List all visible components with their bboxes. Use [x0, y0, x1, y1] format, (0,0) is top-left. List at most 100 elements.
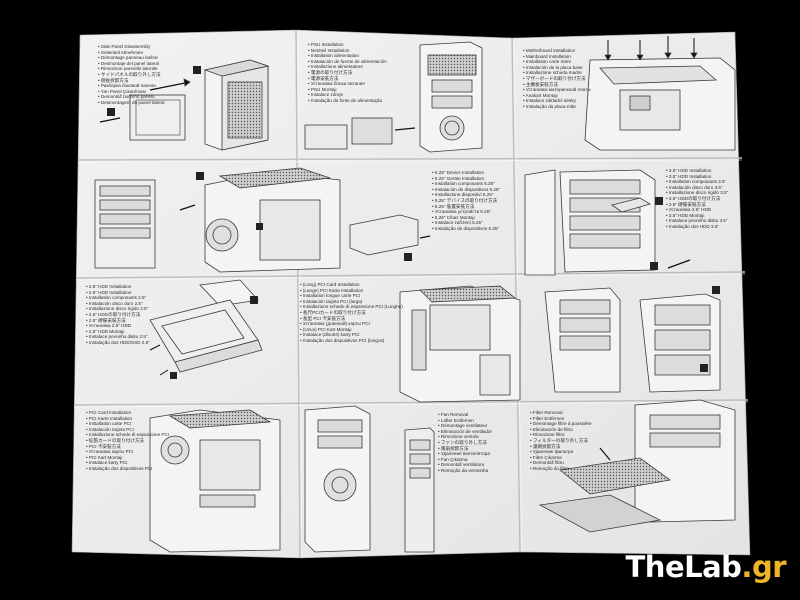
panel-motherboard-text: • Motherboard Installation• Mainboard In… [523, 48, 591, 110]
panel-line: • Desmontaje del panel lateral [98, 60, 160, 66]
panel-line: • Удаление вентилятора [438, 451, 490, 457]
panel-line: • 5.25" Geräte Installation [432, 175, 485, 181]
panel-line: • Instalace zařízení 5.25" [432, 220, 483, 226]
panel-line: • PCI Card Installation [86, 410, 132, 415]
step-badge-1 [107, 108, 115, 116]
panel-line: • Demontáž ventilátoru [438, 462, 485, 468]
panel-line: • PSU Installation [308, 42, 344, 47]
panel-line: • 風扇拆卸方法 [438, 445, 469, 451]
panel-line: • Démontage filtre à poussière [530, 421, 592, 427]
panel-line: • Instalace (dlouhé) karty PCI [300, 332, 360, 338]
panel-line: • Fan Çıkarma [438, 456, 468, 462]
panel-line: • 電源の取り付け方法 [308, 69, 353, 75]
panel-line: • Instalación tarjeta PCI (larga) [300, 298, 363, 304]
panel-line: • Установка 2.5" HDD [86, 323, 132, 329]
panel-line: • PCI Karte Installation [86, 415, 133, 421]
panel-side-panel-text: • Side Panel Disassembly• Seitenteil Abn… [98, 44, 164, 106]
panel-525-device-text: • 5.25" Device Installation• 5.25" Gerät… [432, 170, 500, 232]
panel-line: • Demontáž filtru [530, 460, 564, 466]
panel-line: • Installazione schede di espansione PCI [86, 432, 170, 438]
illustration-motherboard [584, 36, 736, 151]
panel-line: • Instalação dos dispositivos PCI (longo… [300, 337, 385, 343]
panel-25-hdd-text: • 2.5" HDD Installation• 2.5" HDD Instal… [86, 284, 150, 346]
panel-line: • Installation composants 3.5" [666, 179, 727, 185]
step-badge-1 [256, 223, 263, 230]
panel-line: • 長型 PCI 卡安裝方法 [300, 315, 346, 321]
panel-line: • Installazione disco rigido 3.5" [666, 190, 729, 196]
panel-line: • (Uzun) PCI Kart Montajı [300, 326, 352, 332]
panel-fan-removal-text: • Fan Removal• Lüfter Entfernen• Démonta… [438, 412, 492, 474]
fold-lines [73, 29, 749, 559]
watermark-name: TheLab [625, 550, 742, 584]
panel-line: • 2.5" HDD Installation [86, 289, 132, 295]
panel-line: • Desmontagem do painel lateral [98, 99, 165, 105]
panel-line: • Установка 3.5" HDD [666, 207, 712, 213]
illustration-long-pci [399, 285, 721, 403]
illustration-35-hdd [524, 169, 691, 276]
panel-line: • 3.5" 硬碟安裝方法 [666, 201, 706, 207]
panel-line: • Installation carte PCI [86, 421, 132, 427]
step-badge-1 [196, 172, 204, 180]
step-badge-2 [650, 262, 658, 270]
panel-line: • Installazione disco rigido 2.5" [86, 306, 149, 312]
panel-line: • ファンの取り外し方法 [438, 439, 487, 445]
step-badge-1 [250, 296, 258, 304]
panel-line: • Demontáž bočního panelu [98, 94, 155, 100]
panel-line: • Instalace karty PCI [86, 460, 128, 466]
panel-line: • Installazione dispositivi 5.25" [432, 192, 494, 198]
panel-line: • 5.25" Cihaz Montajı [432, 214, 475, 220]
panel-line: • Instalação de dispositivos 5.25" [432, 225, 500, 231]
panel-line: • (Long) PCI Card Installation [300, 282, 360, 287]
panel-line: • マザーボードの取り付け方法 [523, 75, 586, 81]
thelab-watermark: TheLab.gr [625, 550, 787, 584]
panel-line: • 側板拆卸方法 [98, 77, 129, 83]
panel-line: • Anakart Montajı [523, 92, 558, 98]
illustration-525-device [94, 167, 431, 273]
panel-line: • Installazione alimentatore [308, 64, 363, 70]
panel-line: • Installation composants 5.25" [432, 181, 495, 187]
panel-filter-removal-text: • Filter Removal• Filter Entfernen• Démo… [530, 410, 592, 472]
panel-line: • Motherboard Installation [523, 48, 576, 53]
panel-35-hdd-text: • 3.5" HDD Installation• 3.5" HDD Instal… [666, 168, 728, 230]
panel-line: • 2.5" HDD Installation [86, 284, 132, 289]
panel-line: • 3.5" HDDの取り付け方法 [666, 195, 721, 201]
panel-line: • Lüfter Entfernen [438, 417, 474, 423]
panel-line: • サイドパネルの取り外し方法 [98, 71, 161, 77]
panel-line: • 2.5" HDDの取り付け方法 [86, 311, 141, 317]
panel-line: • Rimozione ventola [438, 434, 479, 440]
panel-line: • Installation composants 2.5" [86, 295, 147, 301]
panel-line: • 3.5" HDD Montajı [666, 212, 705, 218]
panel-line: • Instalace základní desky [523, 98, 576, 104]
panel-line: • Удаление фильтра [530, 449, 574, 455]
panel-line: • Instalación disco duro 2.5" [86, 300, 143, 306]
panel-line: • Instalação da placa-mãe [523, 103, 576, 109]
panel-line: • Seitenteil Abnehmen [98, 49, 144, 55]
panel-line: • Eliminación de filtro [530, 426, 573, 432]
panel-line: • Remoção da ventoinha [438, 467, 489, 473]
panel-line: • PSU Montajı [308, 86, 337, 92]
panel-line: • Installation carte mère [523, 59, 572, 65]
panel-line: • 2.5" HDD Montajı [86, 328, 125, 334]
step-badge-2 [700, 364, 708, 372]
step-badge-2 [193, 66, 201, 74]
panel-line: • Installation alimentation [308, 53, 359, 59]
panel-line: • Instalación de dispositivos 5.25" [432, 186, 501, 192]
panel-line: • PCI Kart Montajı [86, 454, 123, 460]
panel-line: • フィルターの取り外し方法 [530, 437, 588, 443]
panel-line: • Yan Panel Çıkarılması [98, 88, 147, 94]
step-badge-2 [404, 253, 412, 261]
panel-line: • Filter Removal [530, 410, 563, 415]
panel-line: • 濾網拆卸方法 [530, 443, 561, 449]
panel-line: • Instalação dos HDD/SSD 2.5" [86, 339, 150, 345]
panel-line: • 拡張カードの取り付け方法 [86, 437, 145, 443]
panel-line: • 2.5" 硬碟安裝方法 [86, 317, 126, 323]
panel-line: • 5.25" デバイスの取り付け方法 [432, 197, 498, 203]
illustration-side-panel [99, 59, 270, 151]
panel-line: • Instalace zdroje [308, 92, 344, 98]
panel-line: • Mainboard Installation [523, 53, 571, 59]
panel-line: • Installation longue carte PCI [300, 293, 361, 299]
panel-line: • Instalação dos HDD 3.5" [666, 223, 720, 229]
illustration-pci [149, 409, 281, 553]
panel-line: • 電源安裝方法 [308, 75, 339, 81]
